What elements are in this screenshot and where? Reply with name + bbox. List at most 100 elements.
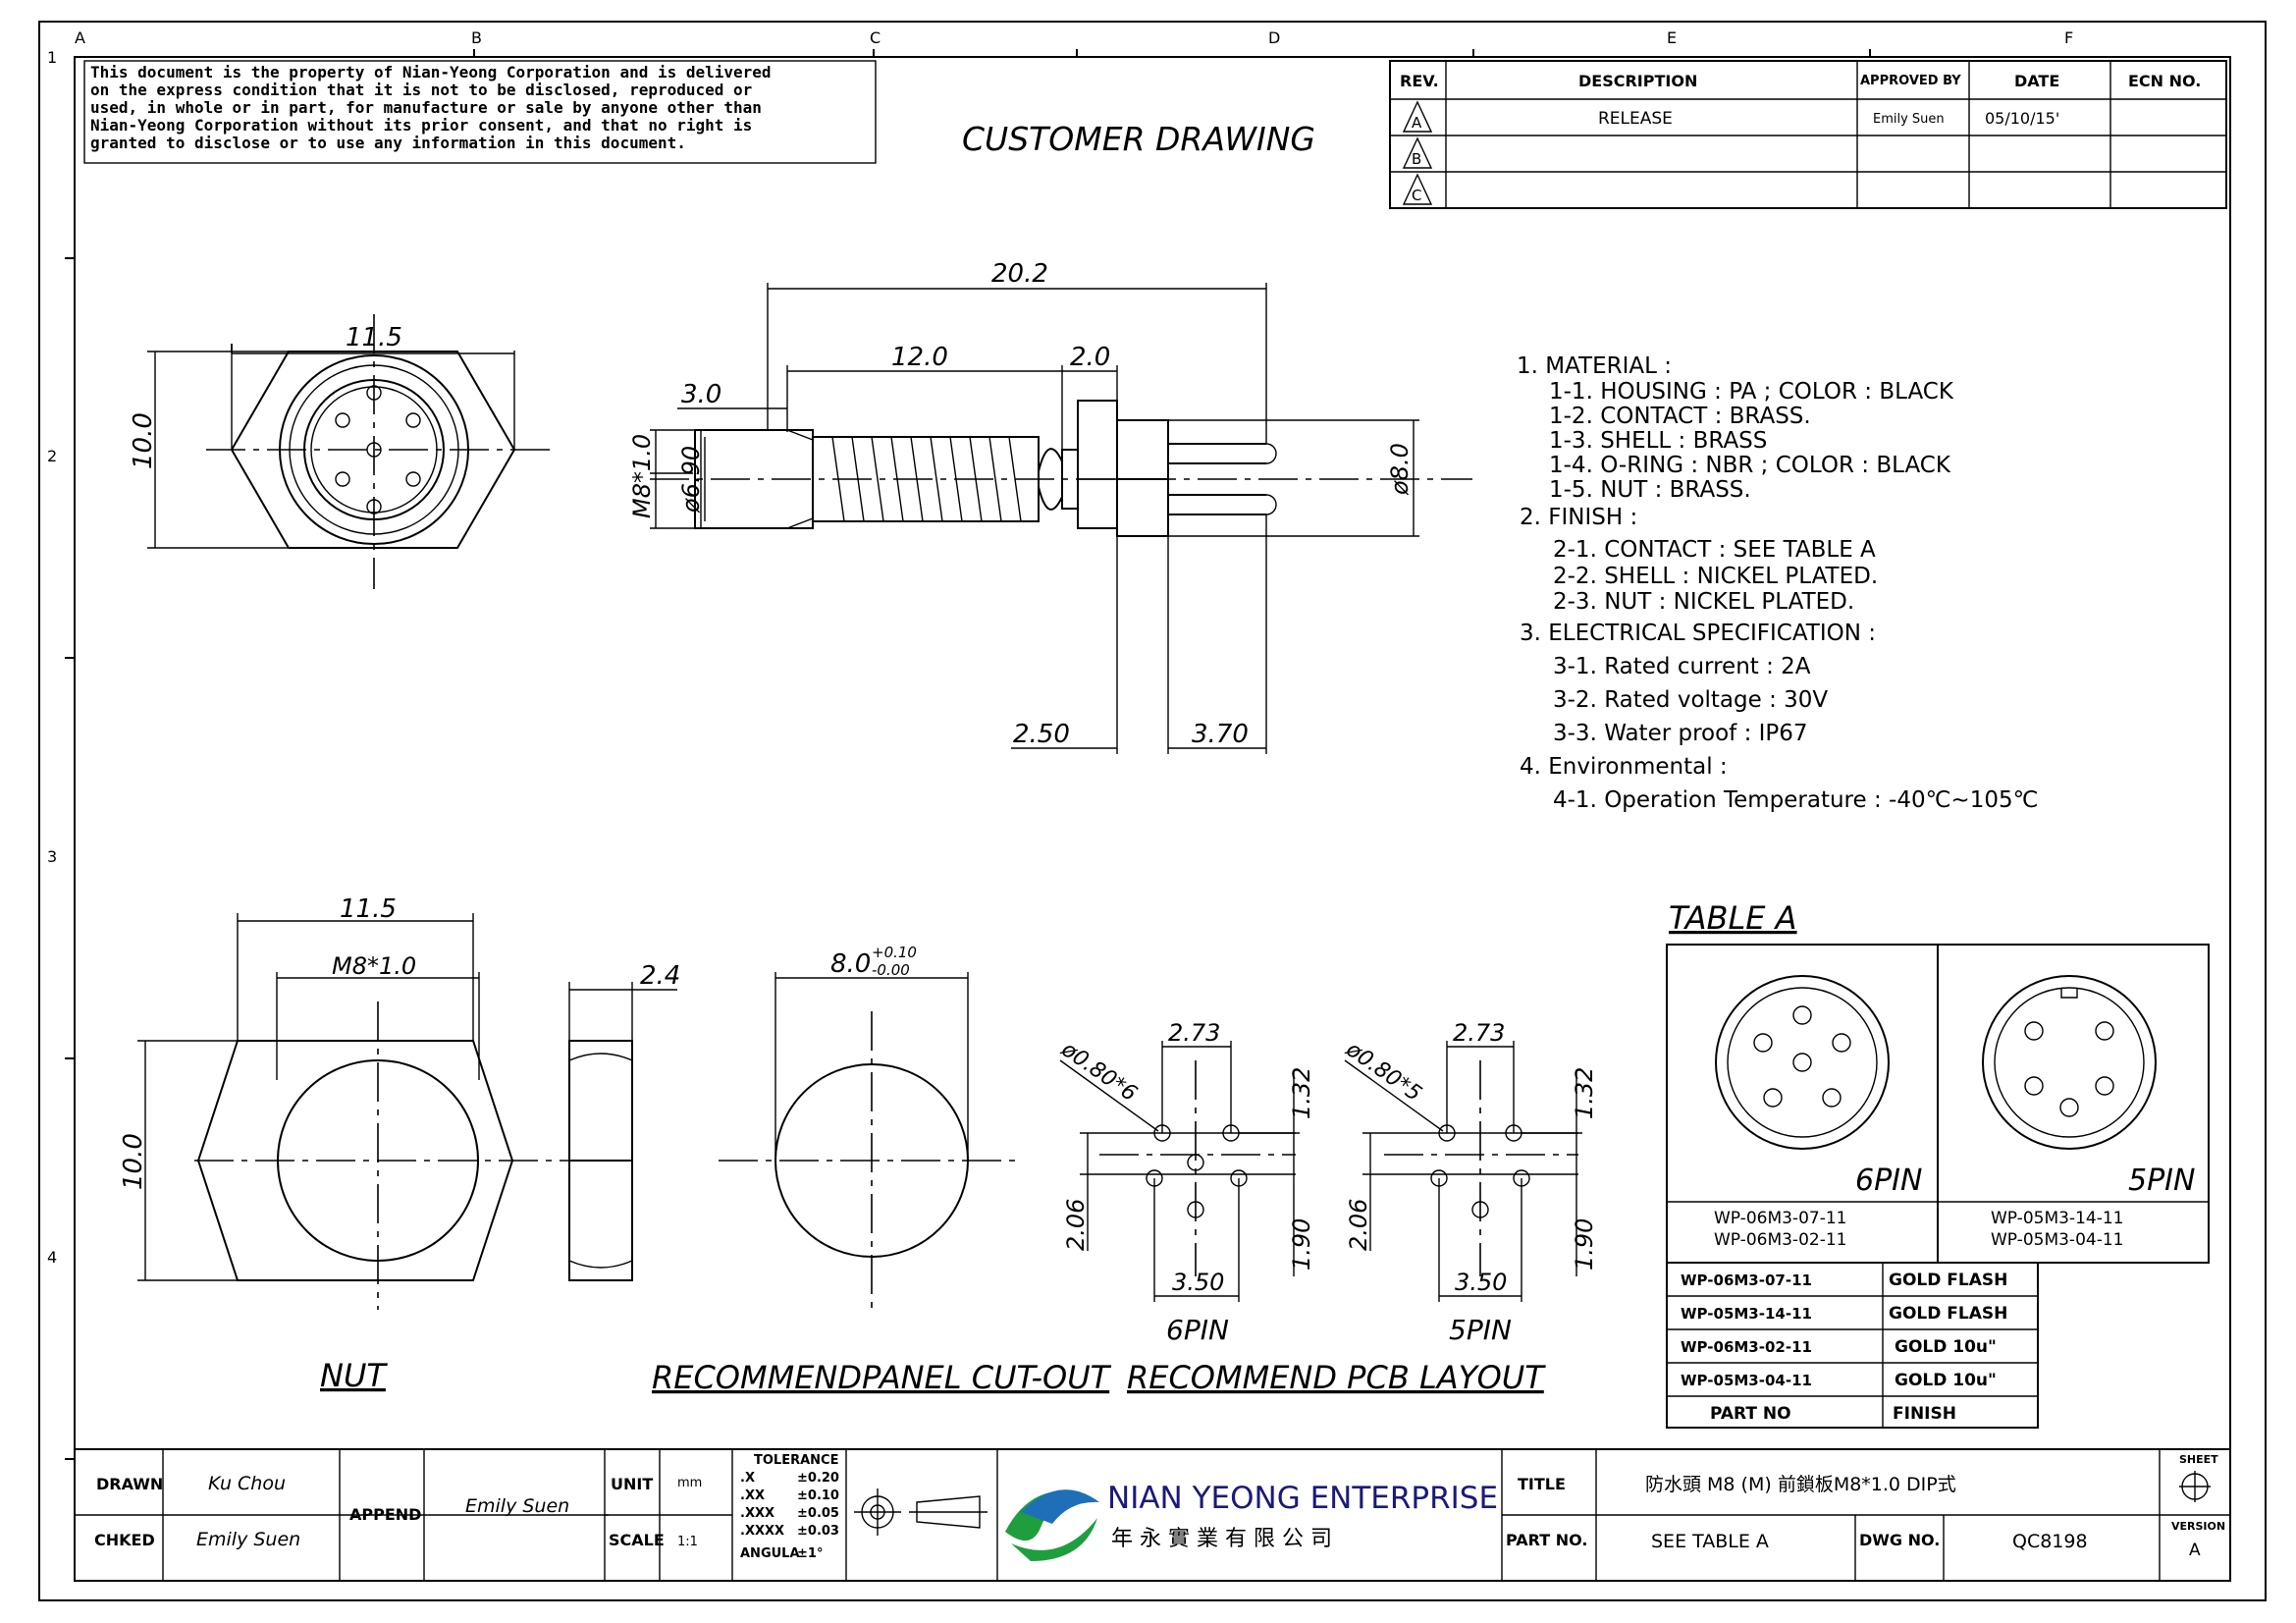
tolerance-value: ±0.03 — [797, 1524, 839, 1539]
pcb-layout-label: RECOMMEND PCB LAYOUT — [1127, 1359, 1546, 1396]
disclaimer-line: granted to disclose or to use any inform… — [90, 134, 686, 152]
row-marker-1: 1 — [47, 48, 57, 67]
spec-line: 2-2. SHELL : NICKEL PLATED. — [1553, 564, 1878, 589]
nut-thread-dim: M8*1.0 — [332, 952, 416, 980]
side-view: 20.2 12.0 2.0 3.0 M8*1.0 ø6.90 ø8.0 2.50… — [628, 259, 1472, 754]
side-dia-front-dim: ø6.90 — [677, 446, 705, 514]
sheet-label: SHEET — [2179, 1453, 2218, 1466]
pcb5-right-bottom-dim: 1.90 — [1571, 1218, 1598, 1271]
tolerance-value: ±0.20 — [797, 1471, 839, 1486]
side-front-dim: 3.0 — [681, 380, 721, 409]
col-marker-b: B — [471, 28, 482, 47]
finish-row-part: WP-06M3-07-11 — [1681, 1271, 1812, 1289]
front-width-dim: 11.5 — [346, 323, 402, 352]
svg-text:B: B — [1412, 150, 1421, 168]
disclaimer-box: This document is the property of Nian-Ye… — [83, 60, 877, 164]
side-bottom-right-dim: 3.70 — [1192, 720, 1249, 749]
table-a-5pin-part: WP-05M3-14-11 — [1991, 1209, 2123, 1228]
finish-row-part: WP-05M3-14-11 — [1681, 1305, 1812, 1323]
pcb6-holes-dim: ø0.80*6 — [1056, 1037, 1142, 1107]
pcb6-bottom-dim: 3.50 — [1172, 1269, 1224, 1296]
pcb5-holes-dim: ø0.80*5 — [1341, 1037, 1426, 1107]
tolerance-key: .XX — [740, 1488, 765, 1503]
dwg-no-label: DWG NO. — [1859, 1531, 1940, 1549]
pcb5-bottom-dim: 3.50 — [1455, 1269, 1507, 1296]
unit-value: mm — [677, 1476, 702, 1490]
spec-line: 1-3. SHELL : BRASS — [1549, 428, 1767, 454]
title-block: DRAWN CHKED APPEND UNIT SCALE TITLE PART… — [74, 1448, 2231, 1582]
tolerance-key: ANGULA — [740, 1546, 800, 1561]
rev-a-date: 05/10/15' — [1985, 109, 2059, 128]
drawing-heading: CUSTOMER DRAWING — [962, 120, 1315, 158]
col-marker-c: C — [870, 28, 881, 47]
company-name: NIAN YEONG ENTERPRISE — [1107, 1481, 1498, 1516]
side-bottom-left-dim: 2.50 — [1013, 720, 1070, 749]
part-no-label: PART NO. — [1506, 1531, 1587, 1549]
side-total-dim: 20.2 — [991, 259, 1048, 289]
thread-lines — [831, 436, 1022, 522]
append-label: APPEND — [349, 1505, 421, 1524]
finish-row-part: WP-05M3-04-11 — [1681, 1372, 1812, 1389]
cutout-view-label: RECOMMENDPANEL CUT-OUT — [652, 1359, 1112, 1396]
part-no-value: SEE TABLE A — [1651, 1531, 1769, 1552]
table-a-5pin-label: 5PIN — [2128, 1163, 2195, 1198]
tolerance-block: TOLERANCE .X ±0.20 .XX ±0.10 .XXX ±0.05 … — [740, 1453, 839, 1561]
scale-value: 1:1 — [677, 1535, 698, 1549]
version-value: A — [2189, 1541, 2201, 1560]
table-a: TABLE A 6PIN 5PIN WP-06M3-07-11 WP-06M3-… — [1666, 899, 2210, 1429]
tolerance-key: .X — [740, 1471, 755, 1486]
finish-header-finish: FINISH — [1893, 1404, 1956, 1424]
pcb-layout-6pin: 2.73 ø0.80*6 1.32 1.90 2.06 3.50 6PIN — [1056, 1019, 1315, 1346]
checked-value: Emily Suen — [196, 1529, 300, 1550]
side-body-dim: 12.0 — [891, 343, 948, 372]
drawn-label: DRAWN — [96, 1475, 163, 1493]
company-name-zh: 年 永 實 業 有 限 公 司 — [1111, 1527, 1332, 1551]
tolerance-key: .XXXX — [740, 1524, 784, 1539]
table-a-6pin-part: WP-06M3-02-11 — [1714, 1230, 1846, 1250]
version-label: VERSION — [2171, 1520, 2225, 1533]
pcb5-top-dim: 2.73 — [1453, 1019, 1505, 1047]
svg-text:A: A — [1412, 114, 1422, 132]
panel-cutout-view: 8.0 +0.10 -0.00 — [719, 944, 1021, 1310]
spec-line: 3. ELECTRICAL SPECIFICATION : — [1520, 621, 1876, 646]
third-angle-projection-icon — [854, 1488, 988, 1536]
front-height-dim: 10.0 — [129, 412, 158, 469]
pcb6-label: 6PIN — [1166, 1314, 1229, 1346]
drawn-value: Ku Chou — [208, 1473, 286, 1494]
spec-line: 2-3. NUT : NICKEL PLATED. — [1553, 589, 1854, 615]
cutout-tol-upper: +0.10 — [872, 944, 917, 961]
append-value: Emily Suen — [465, 1495, 569, 1517]
disclaimer-line: This document is the property of Nian-Ye… — [90, 63, 772, 81]
pcb-layout-5pin: 2.73 ø0.80*5 1.32 1.90 2.06 3.50 5PIN — [1341, 1019, 1598, 1346]
rev-header: REV. — [1400, 72, 1439, 90]
revision-table: REV. DESCRIPTION APPROVED BY DATE ECN NO… — [1389, 60, 2227, 209]
title-label: TITLE — [1518, 1475, 1566, 1493]
scale-label: SCALE — [609, 1531, 665, 1549]
col-marker-d: D — [1268, 28, 1280, 47]
description-header: DESCRIPTION — [1578, 72, 1697, 90]
spec-line: 1-4. O-RING : NBR ; COLOR : BLACK — [1549, 453, 1951, 478]
col-marker-e: E — [1667, 28, 1677, 47]
rev-b-triangle-icon: B — [1402, 136, 1433, 169]
dwg-no-value: QC8198 — [2012, 1531, 2088, 1552]
front-view: 11.5 10.0 — [129, 314, 555, 589]
finish-row-part: WP-06M3-02-11 — [1681, 1338, 1812, 1356]
nut-view-label: NUT — [320, 1357, 388, 1394]
checked-label: CHKED — [94, 1531, 155, 1549]
date-header: DATE — [2014, 72, 2059, 90]
row-marker-3: 3 — [47, 847, 57, 866]
company-logo-icon — [1005, 1489, 1099, 1561]
finish-row-finish: GOLD 10u" — [1895, 1337, 1997, 1357]
spec-line: 3-1. Rated current : 2A — [1553, 654, 1811, 679]
spec-line: 1-5. NUT : BRASS. — [1549, 477, 1751, 503]
tolerance-value: ±1° — [797, 1546, 823, 1561]
finish-row-finish: GOLD FLASH — [1889, 1304, 2007, 1324]
approved-by-header: APPROVED BY — [1860, 74, 1961, 88]
pcb5-right-top-dim: 1.32 — [1571, 1067, 1598, 1119]
table-a-6pin-part: WP-06M3-07-11 — [1714, 1209, 1846, 1228]
spec-line: 1-2. CONTACT : BRASS. — [1549, 404, 1811, 429]
table-a-title: TABLE A — [1669, 899, 1797, 937]
spec-line: 2. FINISH : — [1520, 505, 1637, 530]
disclaimer-line: Nian-Yeong Corporation without its prior… — [90, 116, 752, 135]
